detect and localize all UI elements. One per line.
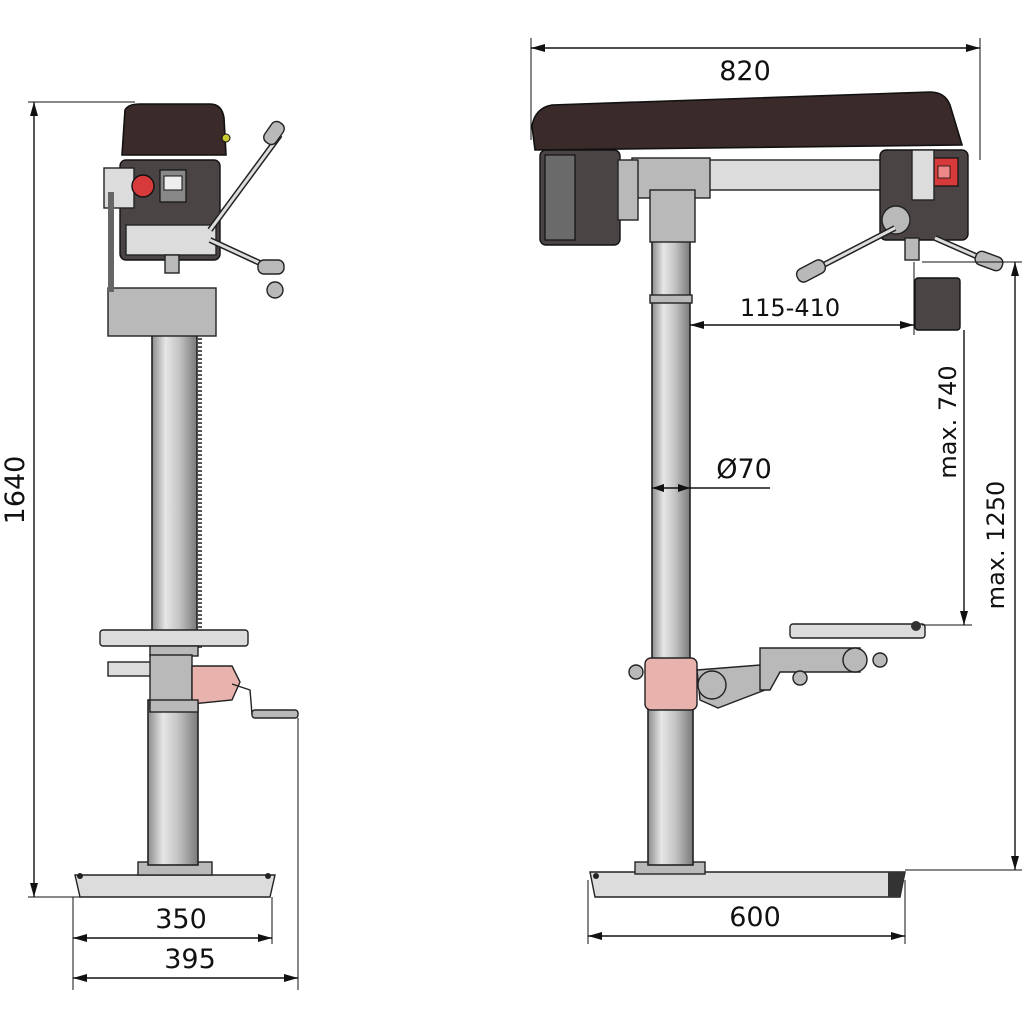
dimension-reach-label: 115-410 [740,294,840,322]
dimension-base-length: 600 [587,880,906,944]
dimension-base-length-label: 600 [729,902,781,933]
front-feed-handles [207,120,285,299]
dimension-overall-width: 395 [73,718,299,990]
dimensions: 1640 350 395 820 [0,38,1022,990]
dimension-max-table: max. 740 [922,261,1022,626]
dimension-overall-length: 820 [530,38,981,160]
side-column [651,239,691,661]
side-chuck-guard [914,277,961,331]
front-base [74,861,276,898]
dimension-height: 1640 [0,101,135,898]
dimension-overall-width-label: 395 [164,944,216,975]
front-spindle [164,254,180,274]
side-view [531,91,1004,898]
front-view [74,103,299,898]
side-motor [539,149,639,246]
dimension-base-width-label: 350 [155,904,207,935]
side-base [589,861,906,898]
side-head [879,149,969,261]
dimension-max-base-label: max. 1250 [982,481,1010,610]
front-column [151,329,198,651]
dimension-base-width: 350 [72,897,273,990]
front-motor-cover [121,103,227,156]
dimension-overall-length-label: 820 [719,56,771,87]
dimension-height-label: 1640 [0,456,31,525]
side-arm [631,157,891,243]
side-feed-handles [795,225,1004,283]
dimension-max-base: max. 1250 [905,262,1022,871]
side-lower-column [647,704,694,866]
front-head-collar [107,287,217,337]
side-belt-cover [531,91,964,151]
dimension-column-diameter: Ø70 [652,454,772,492]
dimension-reach: 115-410 [690,262,915,335]
side-table-bracket [628,647,888,711]
front-table-bracket [107,654,299,719]
dimension-column-diameter-label: Ø70 [716,454,772,485]
front-table [99,629,249,657]
front-lower-column [147,699,199,866]
front-head [103,159,221,292]
dimension-max-table-label: max. 740 [934,365,962,478]
side-table [789,621,926,639]
